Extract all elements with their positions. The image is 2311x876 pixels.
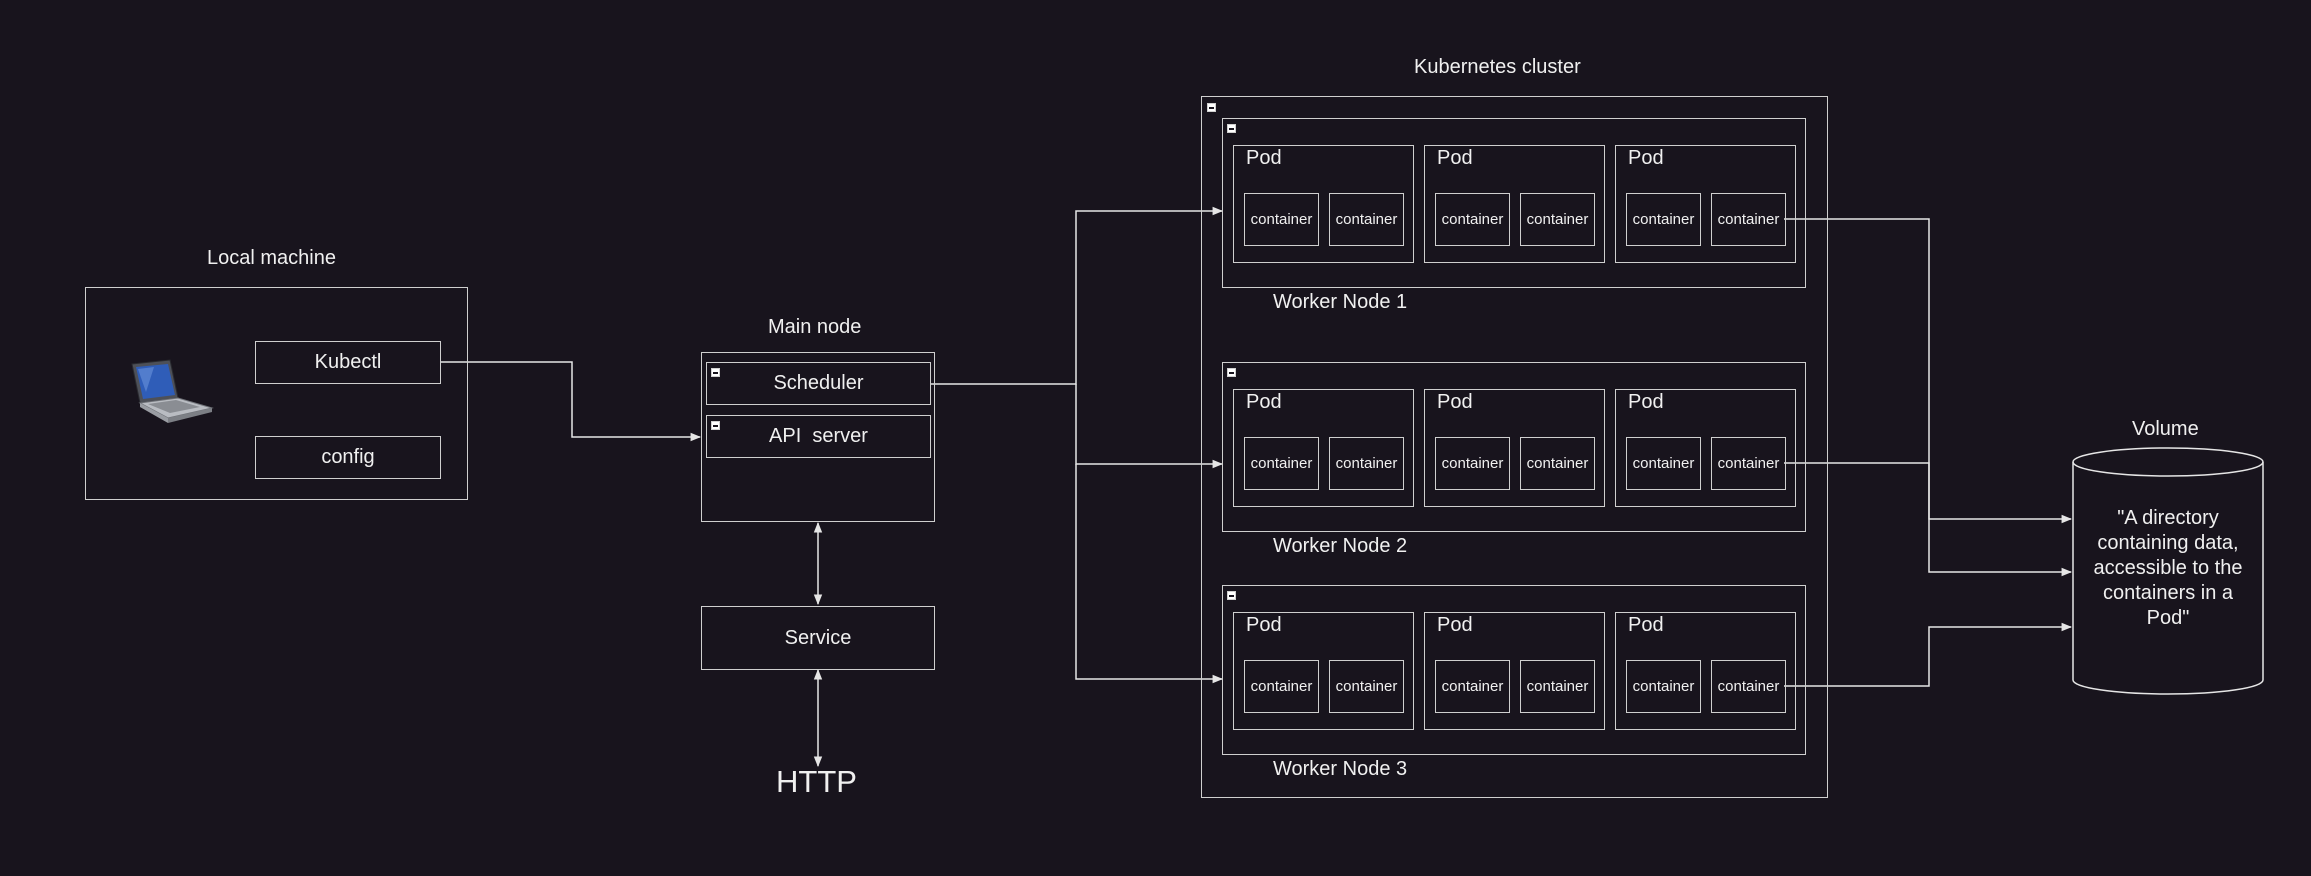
container-box[interactable]: container (1711, 193, 1786, 246)
container-box[interactable]: container (1329, 660, 1404, 713)
container-box[interactable]: container (1520, 193, 1595, 246)
local-machine-group (85, 287, 468, 500)
container-box[interactable]: container (1435, 193, 1510, 246)
kubectl-to-main-node-edge (441, 361, 702, 442)
volume-description: "A directory containing data, accessible… (2093, 507, 2243, 629)
collapse-icon[interactable] (1207, 103, 1216, 112)
scheduler-label: Scheduler (773, 372, 864, 394)
service-box[interactable]: Service (701, 606, 935, 670)
collapse-icon[interactable] (1227, 591, 1236, 600)
collapse-icon[interactable] (1227, 368, 1236, 377)
container-box[interactable]: container (1520, 437, 1595, 490)
api-server-label: API server (769, 425, 868, 447)
volume-cylinder (2072, 447, 2264, 695)
pod-title: Pod (1246, 391, 1282, 413)
cluster-title: Kubernetes cluster (1414, 56, 1581, 78)
scheduler-box[interactable]: Scheduler (706, 362, 931, 405)
http-label: HTTP (776, 764, 857, 799)
config-box[interactable]: config (255, 436, 441, 479)
pod-title: Pod (1628, 147, 1664, 169)
pod-title: Pod (1628, 614, 1664, 636)
pod-title: Pod (1437, 391, 1473, 413)
worker-node-label: Worker Node 2 (1273, 535, 1408, 557)
node1-to-volume-edge (1784, 218, 2073, 524)
main-node-group (701, 352, 935, 522)
local-machine-title: Local machine (207, 247, 336, 269)
main-to-node1-edge (931, 206, 1224, 385)
container-box[interactable]: container (1520, 660, 1595, 713)
container-box[interactable]: container (1711, 660, 1786, 713)
node3-to-volume-edge (1784, 622, 2073, 687)
worker-node-label: Worker Node 3 (1273, 758, 1408, 780)
pod-title: Pod (1628, 391, 1664, 413)
main-to-node3-edge (1075, 464, 1224, 684)
container-box[interactable]: container (1711, 437, 1786, 490)
kubernetes-cluster-group (1201, 96, 1828, 798)
pod-title: Pod (1437, 614, 1473, 636)
container-box[interactable]: container (1329, 437, 1404, 490)
container-box[interactable]: container (1244, 437, 1319, 490)
container-box[interactable]: container (1435, 437, 1510, 490)
node2-to-volume-edge (1784, 462, 2073, 577)
volume-title: Volume (2132, 418, 2199, 440)
container-box[interactable]: container (1329, 193, 1404, 246)
container-box[interactable]: container (1626, 437, 1701, 490)
container-box[interactable]: container (1626, 660, 1701, 713)
collapse-icon[interactable] (1227, 124, 1236, 133)
laptop-icon (131, 359, 214, 423)
pod-title: Pod (1437, 147, 1473, 169)
kubectl-box[interactable]: Kubectl (255, 341, 441, 384)
container-box[interactable]: container (1626, 193, 1701, 246)
collapse-icon[interactable] (711, 421, 720, 430)
pod-title: Pod (1246, 147, 1282, 169)
collapse-icon[interactable] (711, 368, 720, 377)
worker-node-label: Worker Node 1 (1273, 291, 1408, 313)
pod-title: Pod (1246, 614, 1282, 636)
main-node-title: Main node (768, 316, 862, 338)
container-box[interactable]: container (1244, 193, 1319, 246)
api-server-box[interactable]: API server (706, 415, 931, 458)
container-box[interactable]: container (1435, 660, 1510, 713)
container-box[interactable]: container (1244, 660, 1319, 713)
